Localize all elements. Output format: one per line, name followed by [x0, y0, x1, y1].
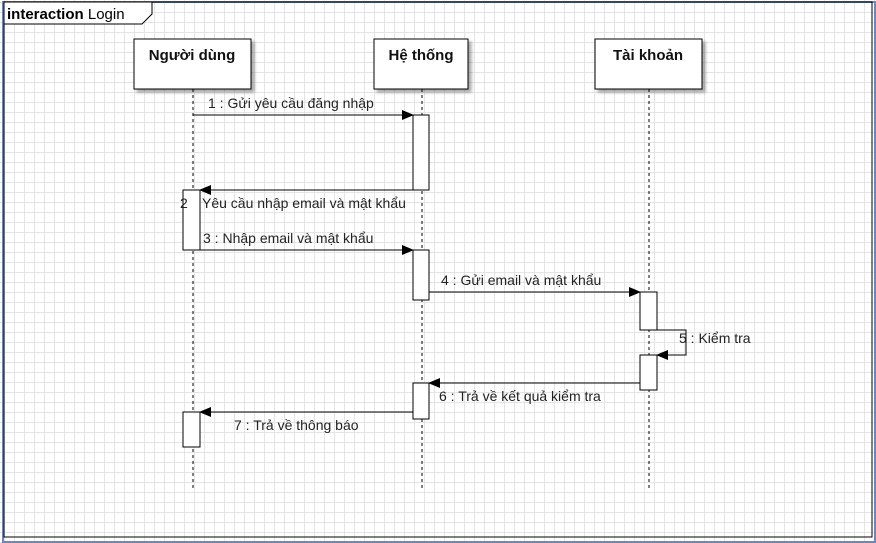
- lifeline-tai-khoan[interactable]: Tài khoản: [594, 38, 703, 90]
- activation-bar: [412, 249, 430, 301]
- message-label: 4 : Gửi email và mật khẩu: [441, 272, 601, 288]
- message-2[interactable]: 2 Yêu cầu nhập email và mật khẩu: [180, 185, 413, 211]
- interaction-frame[interactable]: interaction Login: [3, 1, 873, 538]
- message-5-self[interactable]: 5 : Kiểm tra: [656, 329, 751, 360]
- activation-bar: [182, 189, 201, 251]
- lifeline-label: Tài khoản: [613, 47, 683, 64]
- lifeline-nguoi-dung[interactable]: Người dùng: [133, 38, 252, 90]
- lifeline-he-thong[interactable]: Hệ thống: [373, 38, 469, 90]
- message-label: 7 : Trả về thông báo: [234, 417, 359, 433]
- message-label: 5 : Kiểm tra: [679, 330, 751, 346]
- frame-keyword: interaction: [7, 6, 84, 23]
- frame-name: Login: [88, 6, 125, 23]
- message-3[interactable]: 3 : Nhập email và mật khẩu: [200, 230, 414, 255]
- message-7[interactable]: 7 : Trả về thông báo: [199, 407, 413, 433]
- message-4[interactable]: 4 : Gửi email và mật khẩu: [429, 272, 641, 297]
- activation-bar: [412, 114, 430, 191]
- activation-bars: [182, 114, 658, 448]
- frame-title: interaction Login: [7, 6, 125, 23]
- message-label: Yêu cầu nhập email và mật khẩu: [202, 195, 406, 211]
- lifeline-label: Hệ thống: [389, 47, 454, 64]
- message-label: 3 : Nhập email và mật khẩu: [203, 230, 373, 246]
- activation-bar: [182, 411, 201, 448]
- activation-bar: [639, 354, 658, 391]
- message-1[interactable]: 1 : Gửi yêu cầu đăng nhập: [193, 95, 414, 120]
- message-label: 6 : Trả về kết quả kiểm tra: [439, 388, 601, 404]
- activation-bar: [412, 382, 430, 420]
- lifeline-label: Người dùng: [149, 47, 236, 64]
- activation-bar: [639, 291, 658, 331]
- message-6[interactable]: 6 : Trả về kết quả kiểm tra: [428, 378, 640, 404]
- message-label: 1 : Gửi yêu cầu đăng nhập: [208, 95, 374, 111]
- message-number: 2: [180, 195, 188, 211]
